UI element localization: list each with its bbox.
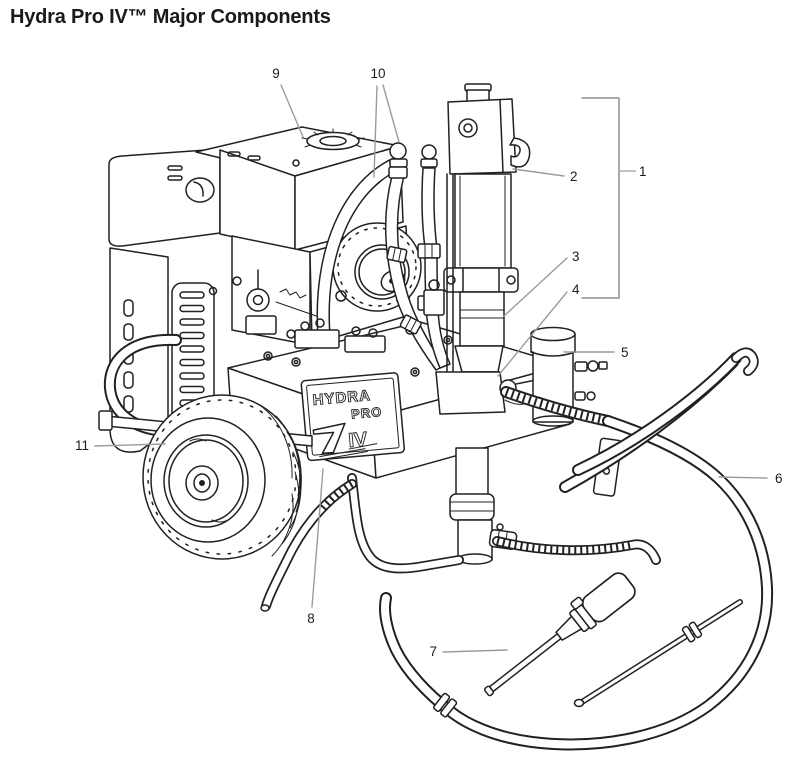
plate-text-hydra: HYDRA: [312, 387, 372, 409]
callout-number-5: 5: [621, 345, 629, 360]
callout-number-8: 8: [307, 611, 315, 626]
callout-4: 4: [497, 282, 580, 377]
hydraulic-motor-illustration: [447, 83, 531, 175]
callout-6: 6: [718, 471, 783, 486]
callout-11: 11: [75, 438, 166, 453]
gun-trigger: [570, 596, 584, 610]
gun-tip: [483, 685, 495, 697]
gun-hook: [509, 137, 531, 168]
callout-number-4: 4: [572, 282, 580, 297]
spray-gun-illustration: [483, 572, 636, 697]
callout-number-7: 7: [429, 644, 437, 659]
callout-number-11: 11: [75, 438, 89, 453]
hydraulic-hoses: [384, 142, 451, 371]
brand-plate: HYDRA PRO IV: [300, 372, 406, 462]
callout-7: 7: [429, 644, 508, 659]
extension-wand: [573, 599, 743, 708]
filter-illustration: [530, 326, 608, 427]
callout-number-2: 2: [570, 169, 578, 184]
gun-whip-hose: [492, 536, 661, 565]
callout-number-9: 9: [272, 66, 280, 81]
plate-text-pro: PRO: [350, 404, 382, 422]
callout-9: 9: [272, 66, 304, 138]
fuel-cap: [301, 128, 365, 151]
callout-1: 1: [581, 97, 647, 299]
hose-coupling: [433, 692, 458, 718]
callout-8: 8: [307, 468, 324, 626]
callout-3: 3: [503, 249, 580, 317]
callout-number-1: 1: [639, 164, 647, 179]
callout-2: 2: [512, 168, 578, 184]
page-title: Hydra Pro IV™ Major Components: [10, 6, 331, 28]
drain-hose: [260, 479, 357, 612]
engine-illustration: [108, 126, 422, 453]
callout-number-3: 3: [572, 249, 580, 264]
suction-tube-illustration: [449, 447, 518, 565]
cart-handle-illustration: [559, 347, 759, 493]
callout-5: 5: [563, 345, 629, 360]
callout-number-10: 10: [370, 66, 385, 81]
carburetor: [232, 269, 326, 339]
callout-10: 10: [370, 66, 400, 178]
wheel-illustration: [142, 394, 302, 560]
paint-hose-illustration: [379, 386, 774, 751]
callout-number-6: 6: [775, 471, 783, 486]
